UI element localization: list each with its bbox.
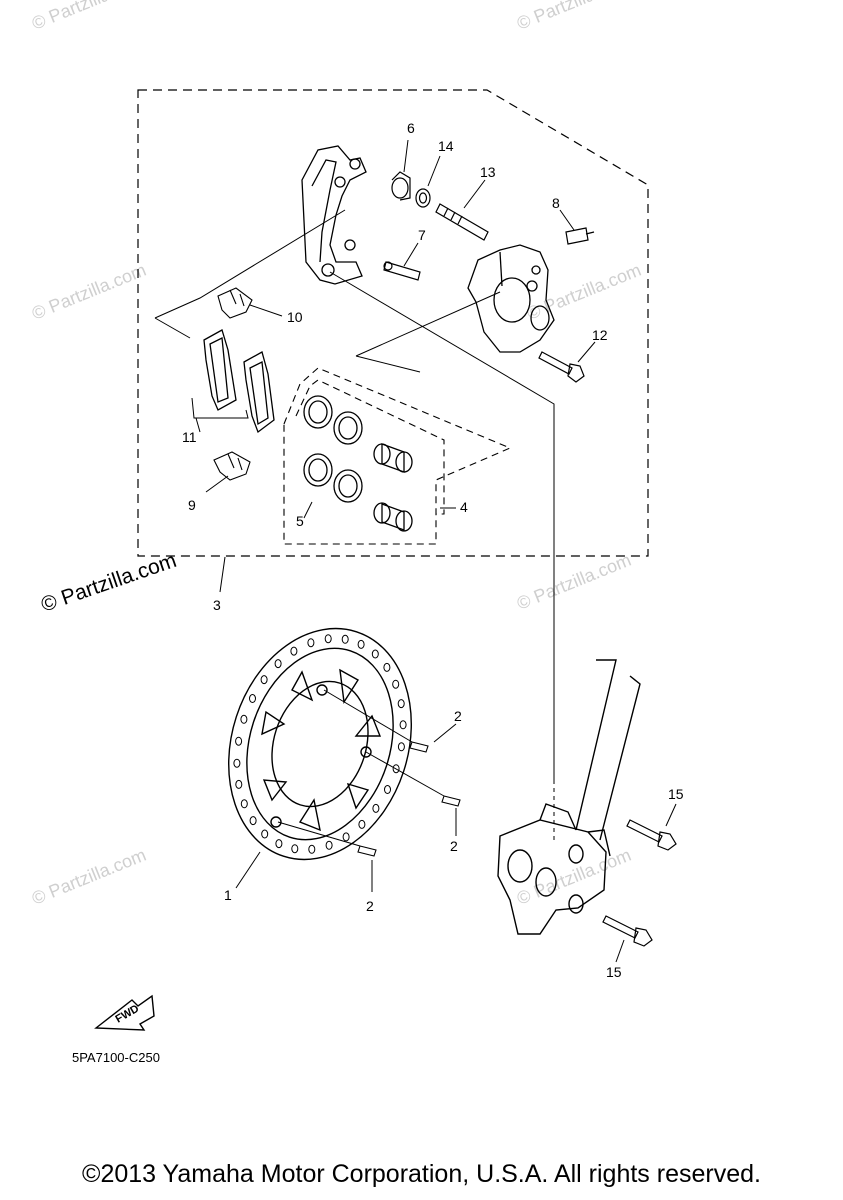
- part-7-pin: [383, 261, 421, 281]
- main-watermark: © Partzilla.com: [38, 549, 179, 617]
- disc-hole: [372, 803, 380, 813]
- piston-seals: [303, 395, 363, 503]
- caliper-assembly-boundary: [137, 89, 649, 557]
- disc-hole: [291, 844, 299, 854]
- callout-1: 1: [224, 887, 232, 903]
- disc-leaders: [235, 689, 457, 892]
- disc-hole: [342, 832, 350, 842]
- disc-hole: [357, 639, 365, 649]
- disc-hole: [397, 742, 405, 752]
- fwd-arrow-icon: FWD: [94, 994, 155, 1031]
- callout-6: 6: [407, 120, 415, 136]
- diagram-code: 5PA7100-C250: [72, 1050, 160, 1065]
- watermark-text: © Partzilla.com: [29, 260, 149, 324]
- disc-hole: [240, 799, 248, 809]
- disc-holes: [233, 634, 407, 854]
- watermark-text: © Partzilla.com: [514, 845, 634, 909]
- assembly-lines: [154, 209, 555, 780]
- disc-hole: [384, 785, 391, 794]
- disc-hole: [233, 758, 241, 768]
- callout-9: 9: [188, 497, 196, 513]
- callout-12: 12: [592, 327, 608, 343]
- callout-4: 4: [460, 499, 468, 515]
- disc-hole: [260, 675, 268, 685]
- part-9-clip: [213, 451, 251, 481]
- faint-watermarks: © Partzilla.com © Partzilla.com © Partzi…: [29, 0, 644, 909]
- watermark-text: © Partzilla.com: [29, 0, 149, 34]
- leader-line-3: [219, 556, 226, 593]
- callout-10: 10: [287, 309, 303, 325]
- pistons: [373, 443, 413, 532]
- disc-hole: [249, 816, 257, 826]
- disc-hole: [399, 720, 407, 730]
- callout-2: 2: [366, 898, 374, 914]
- disc-hole: [392, 679, 400, 689]
- brake-pad-left: [203, 329, 237, 411]
- disc-hole: [371, 649, 379, 659]
- callout-13: 13: [480, 164, 496, 180]
- copyright-notice: ©2013 Yamaha Motor Corporation, U.S.A. A…: [82, 1160, 761, 1188]
- watermark-text: © Partzilla.com: [514, 0, 634, 34]
- part-8-bleeder: [565, 227, 595, 245]
- disc-hole: [290, 646, 298, 656]
- front-fork: [497, 659, 641, 935]
- callout-14: 14: [438, 138, 454, 154]
- watermark-text: © Partzilla.com: [524, 260, 644, 324]
- disc-hole: [383, 662, 391, 672]
- seal-kit-box: [283, 367, 512, 545]
- disc-hole: [324, 634, 332, 644]
- disc-hole: [274, 659, 282, 669]
- disc-hole: [358, 819, 366, 829]
- disc-hole: [249, 694, 256, 703]
- callout-5: 5: [296, 513, 304, 529]
- callout-numbers: 6 14 13 8 7 10 12 11 9 5 4 3 2 2 2 1 15 …: [182, 120, 684, 980]
- watermark-text: © Partzilla.com: [514, 550, 634, 614]
- callout-2: 2: [454, 708, 462, 724]
- disc-hole: [307, 638, 315, 648]
- callout-7: 7: [418, 227, 426, 243]
- callout-11: 11: [182, 429, 197, 445]
- part-13-pin: [435, 203, 489, 241]
- part-14-boot: [415, 188, 431, 208]
- callout-3: 3: [213, 597, 221, 613]
- disc-hole: [261, 829, 269, 839]
- disc-hole: [235, 779, 243, 789]
- disc-hole: [397, 699, 405, 709]
- part-12-bolt: [538, 351, 585, 383]
- part-6-boot: [391, 171, 411, 201]
- disc-hole: [275, 839, 283, 849]
- callout-15: 15: [606, 964, 622, 980]
- brake-disc: [228, 627, 412, 861]
- callout-15: 15: [668, 786, 684, 802]
- part-10-clip: [217, 287, 253, 319]
- disc-hole: [325, 840, 333, 850]
- callout-8: 8: [552, 195, 560, 211]
- caliper-bracket: [301, 145, 367, 285]
- part-11-bracket: [191, 397, 249, 419]
- callout-2: 2: [450, 838, 458, 854]
- brake-pad-right: [243, 351, 275, 434]
- fork-bolts: [602, 819, 677, 947]
- disc-hole: [235, 736, 243, 746]
- disc-hole: [341, 634, 349, 644]
- disc-hole: [308, 844, 316, 854]
- disc-hole: [240, 714, 248, 724]
- disc-bolts: [357, 741, 461, 857]
- caliper-body: [467, 244, 555, 353]
- watermark-text: © Partzilla.com: [29, 845, 149, 909]
